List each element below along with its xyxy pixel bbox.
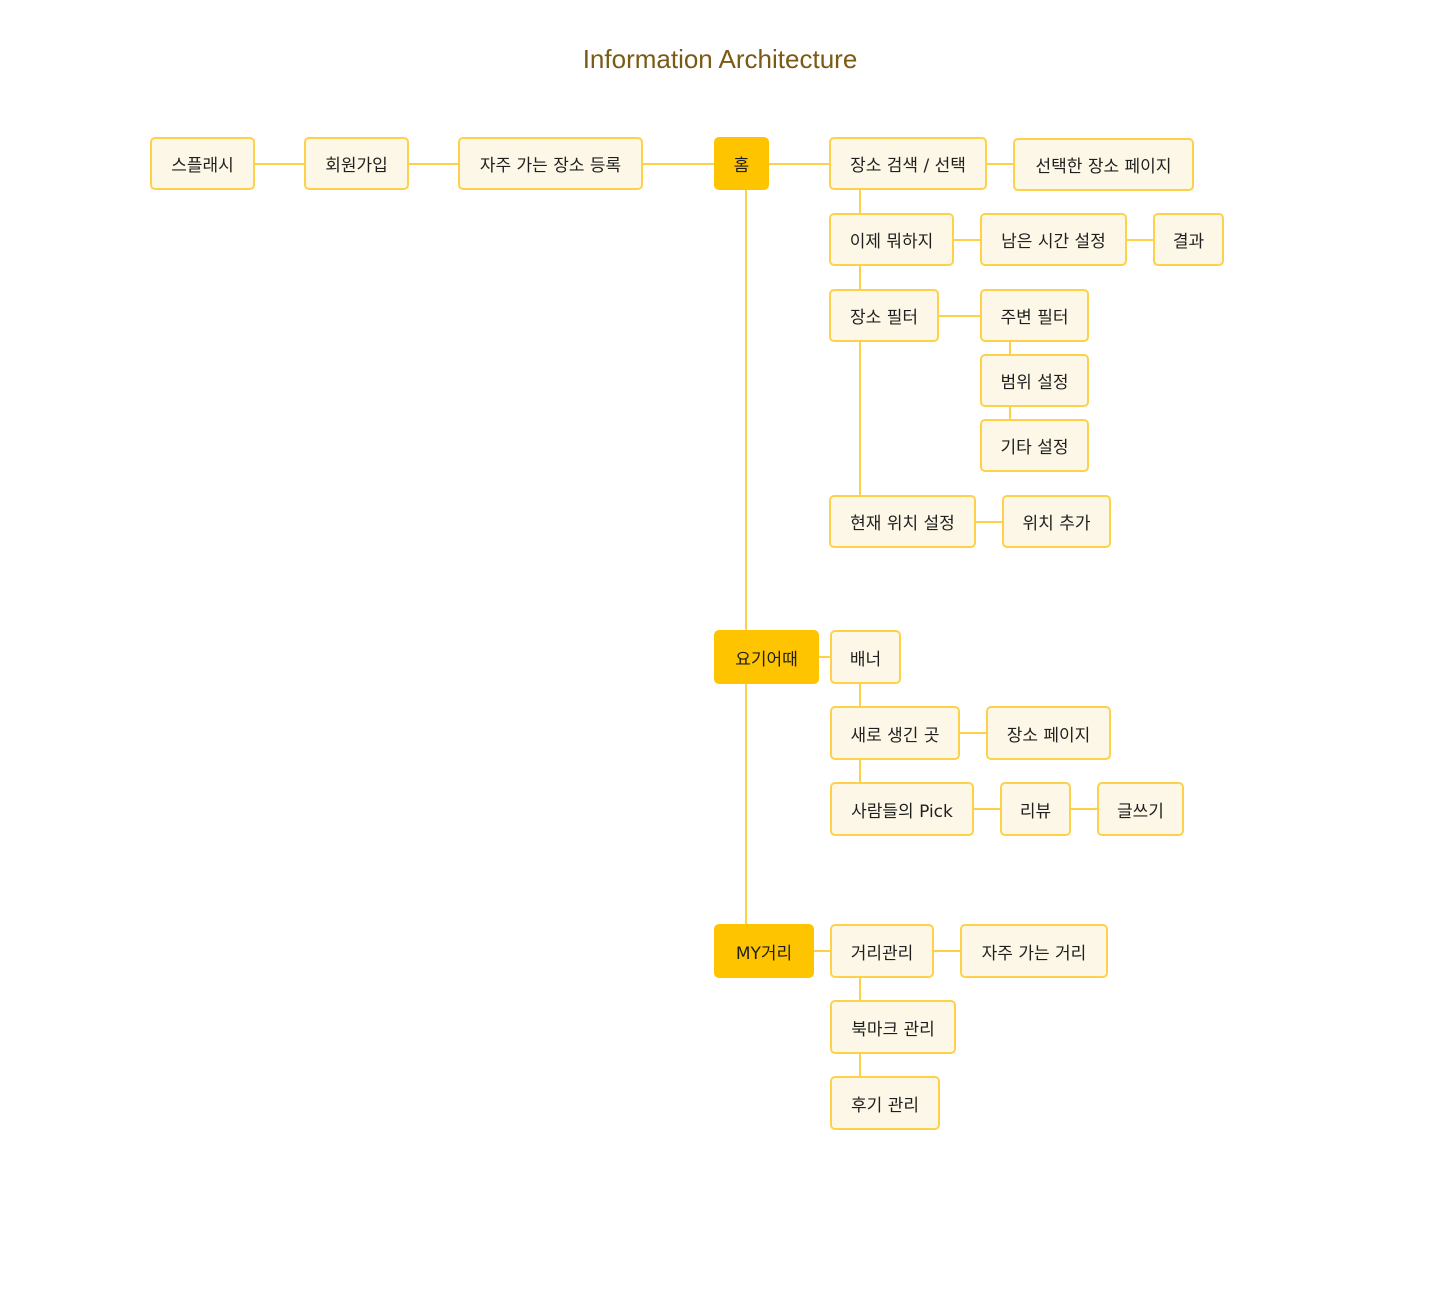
diagram-title: Information Architecture — [582, 44, 858, 74]
node-new-places: 새로 생긴 곳 — [830, 706, 960, 760]
node-place-page: 장소 페이지 — [986, 706, 1111, 760]
node-yogi: 요기어때 — [714, 630, 819, 684]
node-search-select: 장소 검색 / 선택 — [829, 137, 987, 190]
node-home: 홈 — [714, 137, 769, 190]
node-range-setting: 범위 설정 — [980, 354, 1089, 407]
node-write: 글쓰기 — [1097, 782, 1184, 836]
node-frequent-distance: 자주 가는 거리 — [960, 924, 1108, 978]
node-peoples-pick: 사람들의 Pick — [830, 782, 974, 836]
node-my: MY거리 — [714, 924, 814, 978]
node-signup: 회원가입 — [304, 137, 409, 190]
node-add-location: 위치 추가 — [1002, 495, 1111, 548]
node-bookmark-mgmt: 북마크 관리 — [830, 1000, 956, 1054]
node-distance-mgmt: 거리관리 — [830, 924, 934, 978]
node-banner: 배너 — [830, 630, 901, 684]
node-register-place: 자주 가는 장소 등록 — [458, 137, 643, 190]
node-nearby-filter: 주변 필터 — [980, 289, 1089, 342]
node-splash: 스플래시 — [150, 137, 255, 190]
node-place-filter: 장소 필터 — [829, 289, 939, 342]
node-selected-place-page: 선택한 장소 페이지 — [1013, 138, 1194, 191]
node-result: 결과 — [1153, 213, 1224, 266]
node-review-mgmt: 후기 관리 — [830, 1076, 940, 1130]
node-remaining-time: 남은 시간 설정 — [980, 213, 1127, 266]
node-review: 리뷰 — [1000, 782, 1071, 836]
node-what-now: 이제 뭐하지 — [829, 213, 954, 266]
node-other-setting: 기타 설정 — [980, 419, 1089, 472]
node-current-location: 현재 위치 설정 — [829, 495, 976, 548]
